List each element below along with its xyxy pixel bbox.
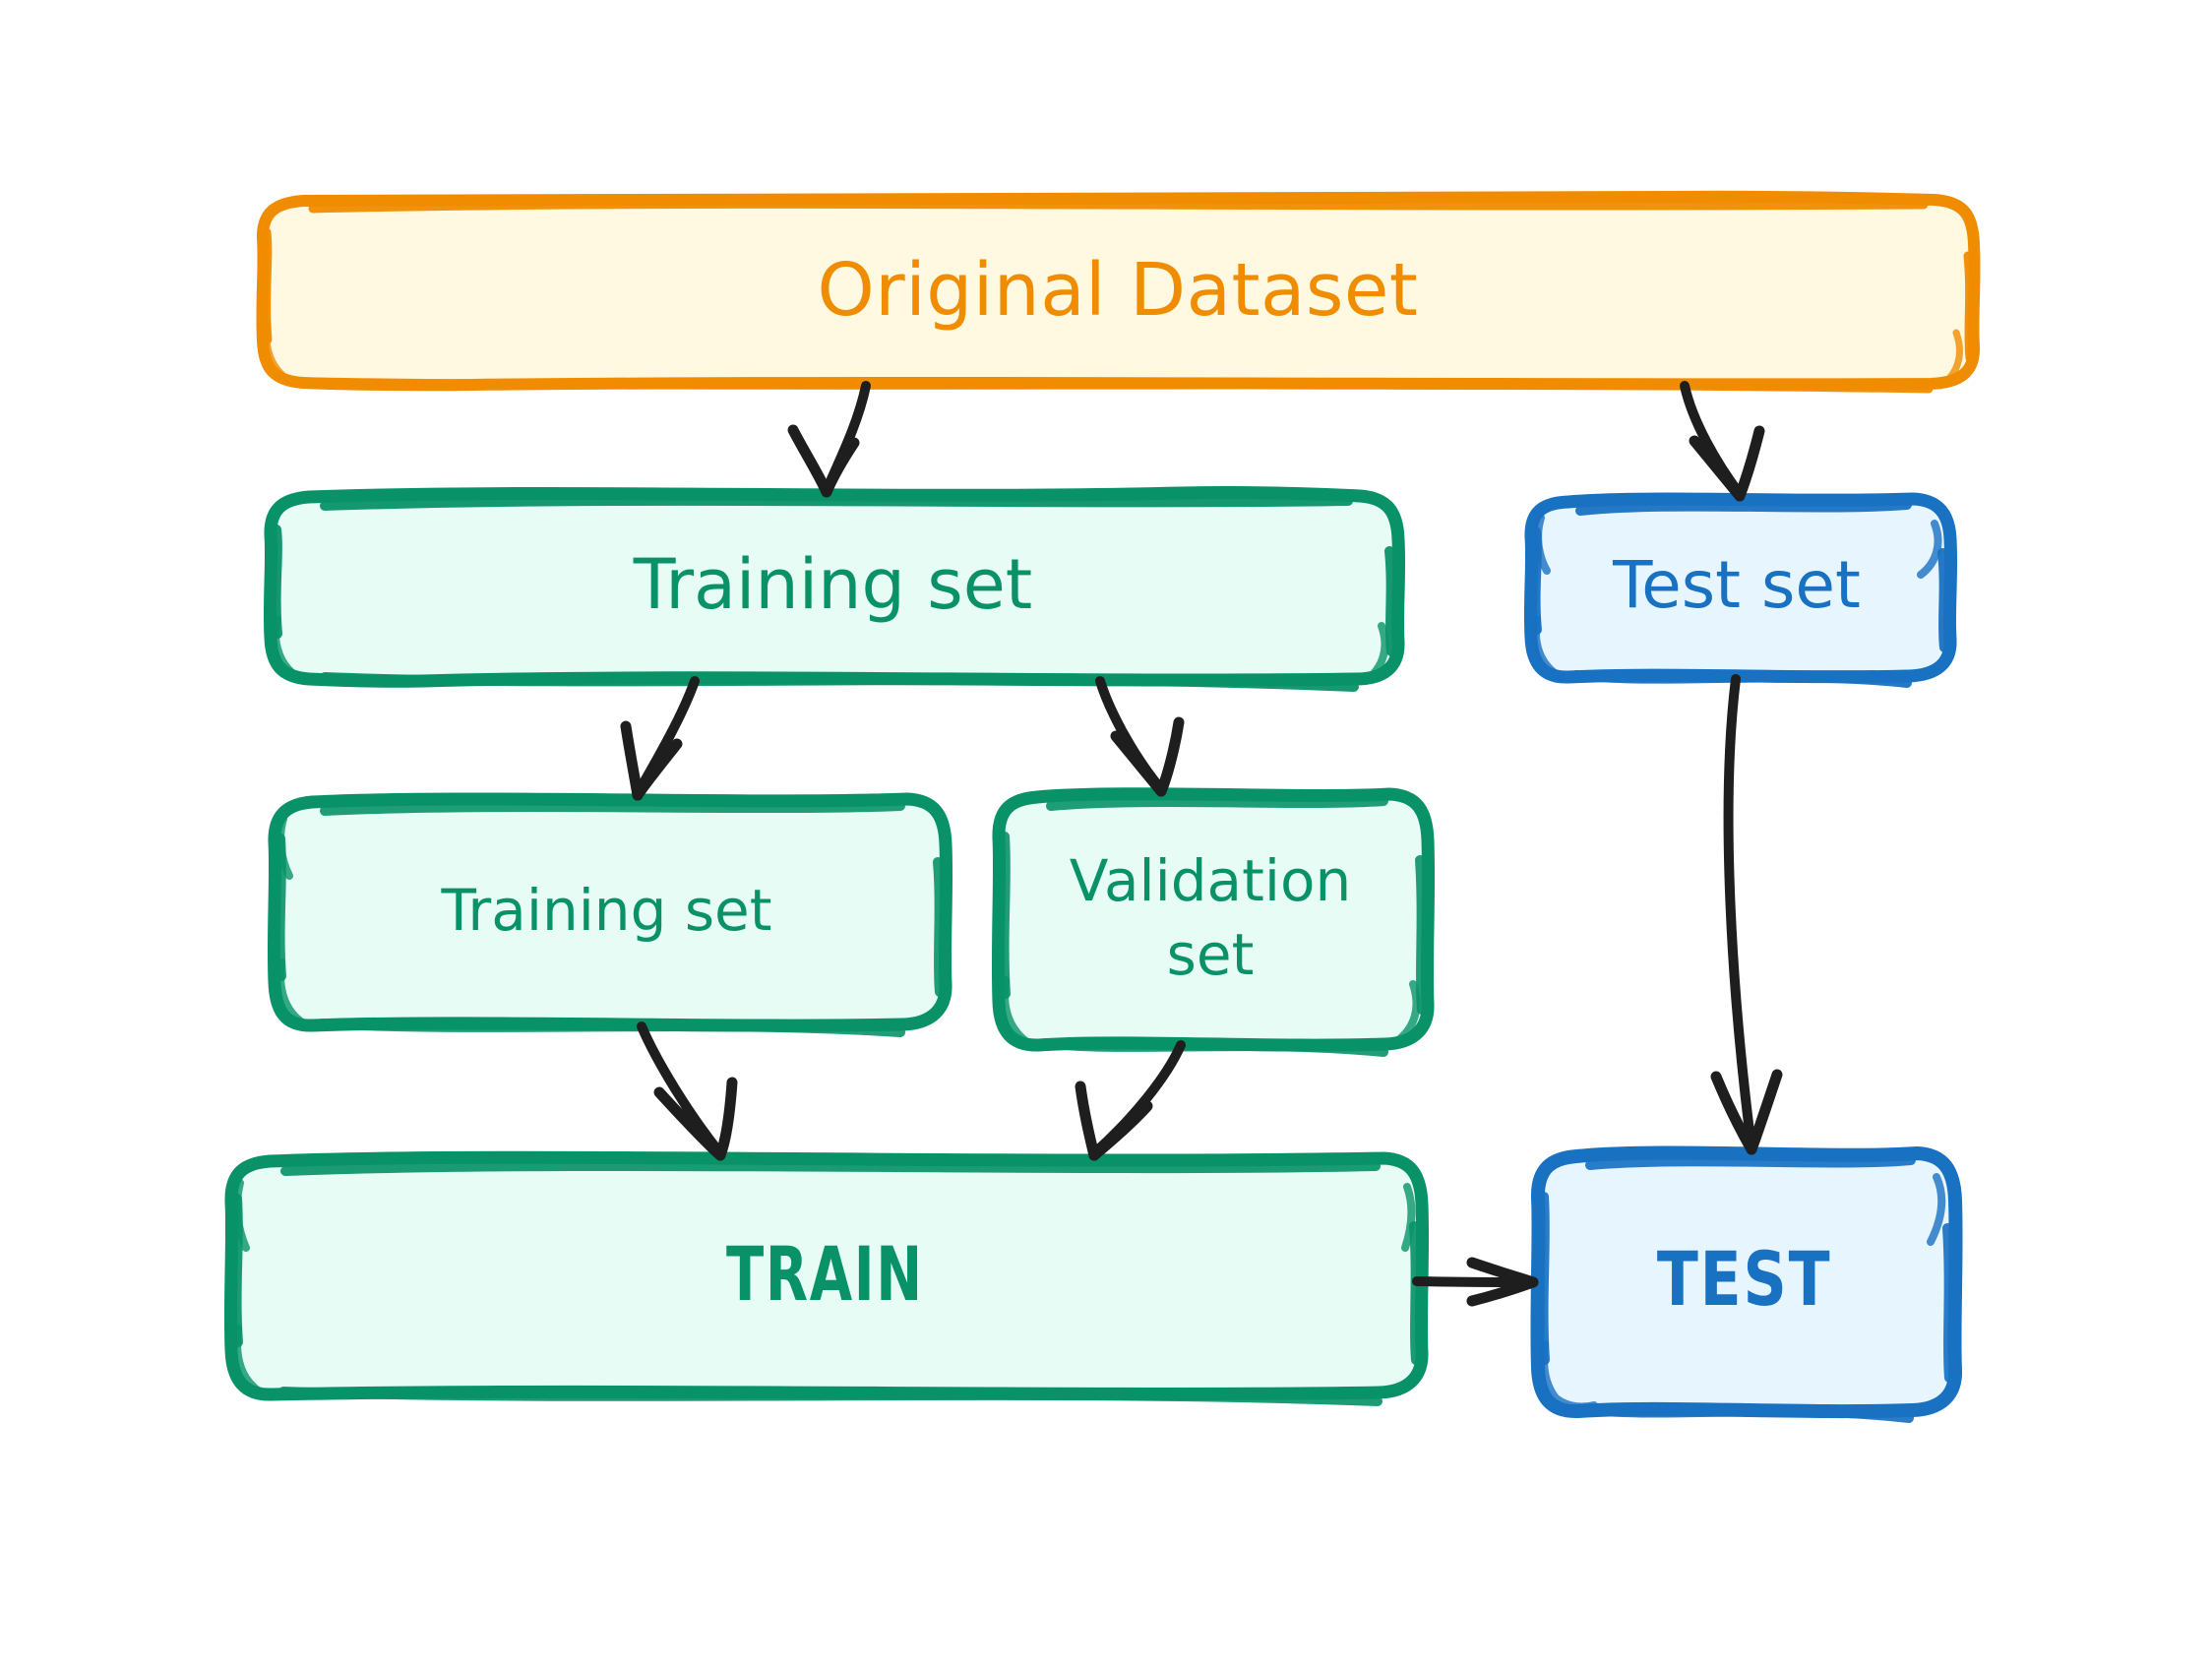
- node-train-shape[interactable]: [223, 1150, 1430, 1406]
- edge-validation-to-train-arrow: [1075, 1040, 1186, 1161]
- training-set-inner-stroke-1: [267, 792, 953, 1032]
- original-dataset-stroke-2: [262, 199, 1975, 394]
- node-training-set-inner[interactable]: [269, 797, 945, 1023]
- node-test[interactable]: [1535, 1151, 1953, 1407]
- test-set-fill: [1529, 497, 1953, 676]
- train-fill: [229, 1156, 1424, 1393]
- node-test-shape[interactable]: [1530, 1145, 1963, 1423]
- node-test-set[interactable]: [1525, 497, 1948, 674]
- test-set-stroke-2: [1530, 500, 1949, 688]
- training-set-inner-fill: [273, 797, 948, 1024]
- train-stroke-2: [231, 1160, 1421, 1406]
- node-training-set-top[interactable]: [269, 492, 1397, 679]
- edge-original-to-training-set-arrow: [787, 381, 871, 498]
- node-train[interactable]: [228, 1156, 1422, 1392]
- edge-training-inner-to-train-arrow: [637, 1021, 738, 1161]
- validation-set-fill: [997, 792, 1430, 1044]
- edge-test-set-to-test-arrow: [1710, 674, 1783, 1155]
- node-test-set-shape[interactable]: [1523, 492, 1958, 688]
- test-set-corner-whisker: [1531, 514, 1942, 681]
- test-set-stroke-1: [1523, 492, 1958, 684]
- node-validation-set-shape[interactable]: [991, 787, 1436, 1057]
- validation-set-stroke-2: [999, 796, 1427, 1057]
- training-set-top-stroke-2: [271, 495, 1396, 692]
- node-validation-set[interactable]: [994, 792, 1427, 1043]
- training-set-top-fill: [270, 492, 1400, 680]
- original-dataset-fill: [262, 197, 1975, 385]
- training-set-top-stroke-1: [263, 485, 1406, 688]
- validation-set-corner-whisker: [1001, 976, 1421, 1049]
- edge-training-to-validation-arrow: [1095, 676, 1185, 797]
- node-training-set-top-shape[interactable]: [263, 485, 1406, 692]
- test-corner-whisker: [1540, 1173, 1946, 1415]
- node-original-dataset-shape[interactable]: [256, 190, 1981, 394]
- node-training-set-inner-shape[interactable]: [267, 792, 953, 1037]
- training-set-top-corner-whisker: [272, 616, 1389, 685]
- edge-original-to-test-set-arrow: [1680, 381, 1765, 502]
- test-stroke-2: [1538, 1155, 1954, 1423]
- train-stroke-1: [223, 1150, 1430, 1401]
- test-fill: [1536, 1151, 1957, 1410]
- node-original-dataset[interactable]: [263, 197, 1973, 384]
- training-set-inner-corner-whisker: [276, 815, 311, 1029]
- edge-training-to-training-inner-arrow: [620, 676, 700, 801]
- train-corner-whisker: [233, 1179, 1416, 1398]
- training-set-inner-stroke-2: [275, 801, 945, 1037]
- validation-set-stroke-1: [991, 787, 1436, 1052]
- edge-train-to-test-arrow: [1412, 1257, 1539, 1307]
- original-dataset-corner-whisker: [263, 321, 1963, 390]
